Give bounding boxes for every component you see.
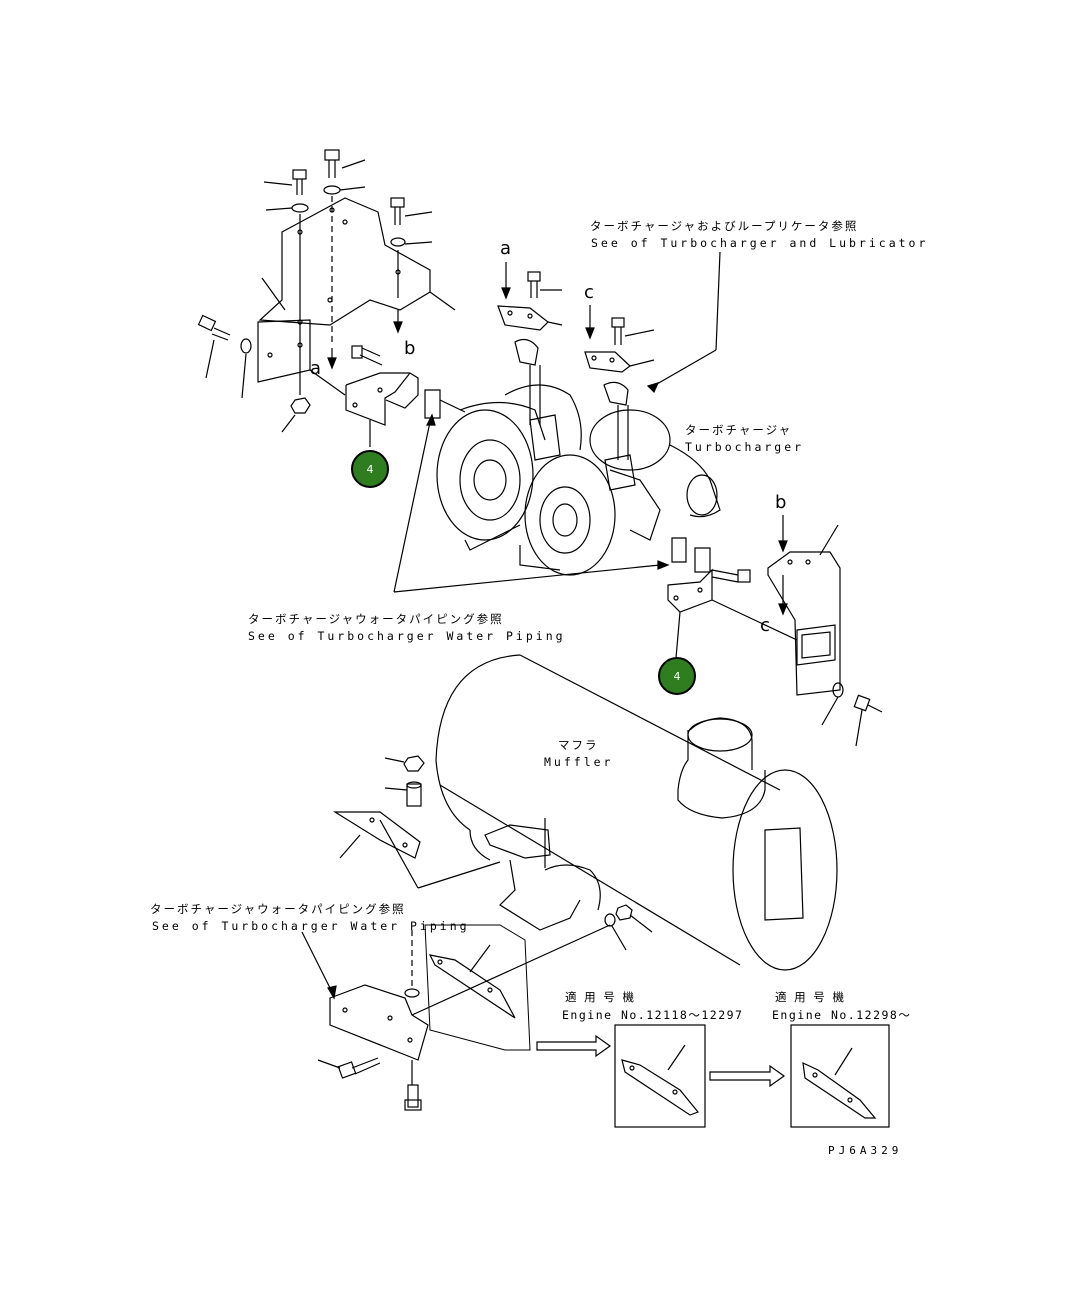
washer-icon: [404, 988, 420, 998]
muffler-label-jp: マフラ: [558, 738, 599, 752]
turbo-lubricator-ref-jp: ターボチャージャおよびループリケータ参照: [590, 219, 859, 233]
callout-badge-part-4[interactable]: 4: [351, 450, 389, 488]
bolt-icon: [527, 271, 562, 298]
bolt-icon: [611, 317, 655, 345]
bracket-icon: [345, 345, 419, 447]
turbo-lubricator-ref-en: See of Turbocharger and Lubricator: [591, 236, 929, 250]
upper-left-bracket-assembly: [197, 149, 456, 447]
arrow-letter-b: b: [775, 492, 787, 513]
bolt-icon: [404, 1084, 422, 1111]
nut-icon: [615, 904, 653, 933]
washer-icon: [240, 338, 252, 399]
page-code: PJ6A329: [828, 1144, 903, 1157]
applicability-box-1: [614, 1024, 706, 1128]
water-piping-leaders: [393, 413, 670, 593]
muffler-label-en: Muffler: [544, 755, 614, 769]
applicability-2-jp: 適 用 号 機: [775, 990, 846, 1004]
water-piping-ref-jp: ターボチャージャウォータパイピング参照: [248, 612, 504, 626]
applicability-1-jp: 適 用 号 機: [565, 990, 636, 1004]
arrow-letter-c: c: [760, 615, 770, 636]
washer-icon: [604, 913, 627, 951]
bolt-icon: [263, 169, 307, 195]
bolt-icon: [711, 569, 751, 583]
applicability-1-en: Engine No.12118〜12297: [562, 1008, 744, 1022]
bolt-icon: [197, 314, 231, 379]
callout-badge-part-4[interactable]: 4: [658, 657, 696, 695]
bolt-icon: [853, 694, 883, 747]
applicability-box-2: [790, 1024, 890, 1128]
bolt-icon: [324, 149, 366, 178]
turbocharger-assembly: [424, 251, 721, 576]
water-piping-ref2-en: See of Turbocharger Water Piping: [152, 919, 470, 933]
nut-icon: [281, 397, 311, 433]
water-piping-ref-en: See of Turbocharger Water Piping: [248, 629, 566, 643]
washer-icon: [390, 237, 433, 247]
turbocharger-label-en: Turbocharger: [685, 440, 805, 454]
washer-icon: [323, 185, 366, 195]
spacer-icon: [384, 781, 422, 807]
right-bracket-assembly: [667, 515, 883, 747]
applicability-2-en: Engine No.12298〜: [772, 1008, 912, 1022]
turbocharger-label-jp: ターボチャージャ: [685, 423, 793, 437]
bolt-icon: [317, 1057, 381, 1079]
bolt-icon: [390, 197, 433, 225]
nut-icon: [384, 755, 425, 772]
washer-icon: [821, 682, 844, 726]
arrow-letter-a: a: [500, 238, 512, 259]
water-piping-ref2-jp: ターボチャージャウォータパイピング参照: [150, 902, 406, 916]
muffler-assembly: [301, 654, 838, 1111]
hollow-arrow: [709, 1064, 786, 1088]
arrow-letter-b: b: [404, 338, 416, 359]
arrow-letter-c: c: [584, 282, 594, 303]
arrow-letter-a: a: [310, 358, 322, 379]
washer-icon: [265, 203, 309, 213]
